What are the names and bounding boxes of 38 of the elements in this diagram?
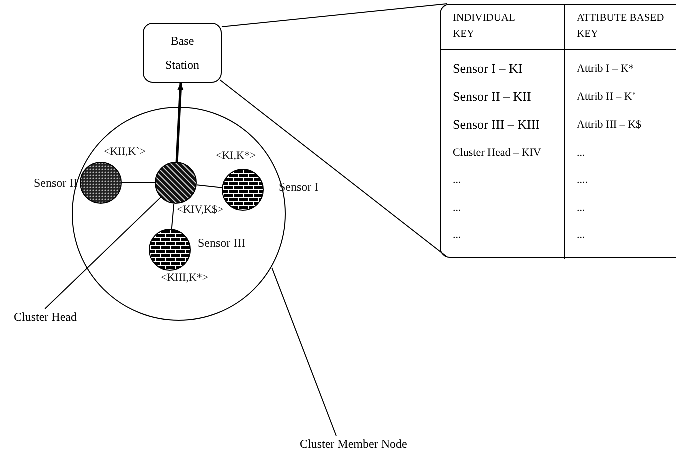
table-cell-text: ... bbox=[453, 173, 462, 188]
table-header: ATTIBUTE BASED KEY bbox=[577, 12, 666, 42]
arrow bbox=[176, 82, 184, 162]
table-cell-text: Sensor II – KII bbox=[453, 89, 532, 105]
link-line bbox=[196, 184, 223, 188]
table-cell-text: Attrib I – K* bbox=[577, 62, 636, 77]
table-cell-text: ... bbox=[453, 201, 462, 216]
key-label: <KIII,K*> bbox=[161, 272, 209, 284]
key-label: <KII,K`> bbox=[104, 146, 146, 158]
table-cell-text: .... bbox=[577, 173, 589, 188]
node-label: Base Station bbox=[164, 33, 200, 74]
link-line bbox=[122, 182, 156, 184]
key-table bbox=[440, 4, 676, 258]
leader-label: Cluster Head bbox=[14, 309, 96, 325]
table-cell-text: Sensor I – KI bbox=[453, 61, 524, 77]
table-cell-text: ... bbox=[577, 201, 586, 216]
callout-line bbox=[220, 80, 448, 258]
table-cell-text: ... bbox=[453, 228, 462, 243]
sensor-node bbox=[80, 162, 122, 204]
table-cell-text: Attrib II – K’ bbox=[577, 90, 637, 105]
leader-label: Cluster Member Node bbox=[300, 436, 435, 452]
cluster-head-node bbox=[155, 162, 197, 204]
sensor-node bbox=[149, 229, 191, 271]
key-label: <KI,K*> bbox=[216, 150, 256, 162]
sensor-label: Sensor III bbox=[198, 236, 246, 251]
table-cell-text: ... bbox=[577, 146, 586, 161]
leader-line bbox=[272, 267, 337, 436]
base-station-box bbox=[143, 23, 222, 83]
table-cell-text: ... bbox=[577, 228, 586, 243]
leader-line bbox=[44, 197, 162, 310]
key-label: <KIV,K$> bbox=[177, 204, 224, 216]
table-cell-text: Cluster Head – KIV bbox=[453, 146, 542, 161]
table-header: INDIVIDUAL KEY bbox=[453, 12, 516, 42]
callout-line bbox=[222, 4, 448, 28]
table-cell-text: Sensor III – KIII bbox=[453, 117, 542, 133]
sensor-node bbox=[222, 169, 264, 211]
link-line bbox=[171, 203, 175, 230]
table-cell-text: Attrib III – K$ bbox=[577, 118, 642, 133]
